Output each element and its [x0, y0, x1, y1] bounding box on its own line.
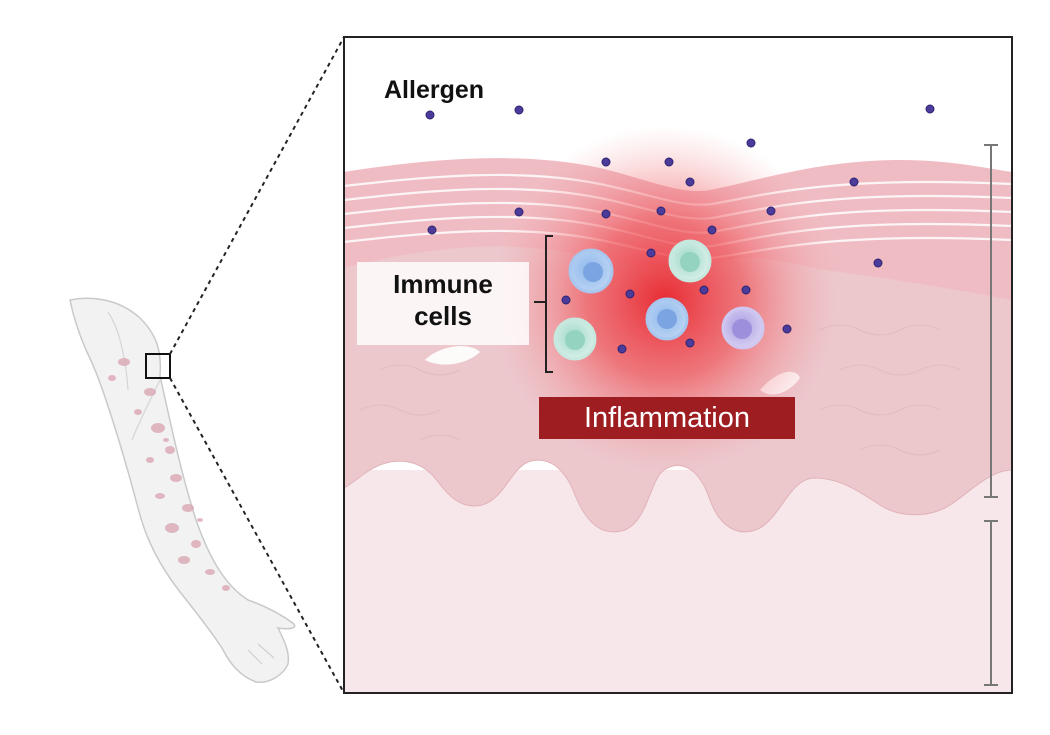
allergen-particle-icon — [685, 338, 695, 348]
arm-icon — [69, 297, 296, 683]
immune-cells-label: Immune cells — [357, 268, 529, 332]
allergen-particles — [425, 104, 935, 354]
inflammation-label: Inflammation — [539, 397, 795, 439]
allergen-particle-icon — [601, 157, 611, 167]
allergen-particle-icon — [617, 344, 627, 354]
immune-cell-icon — [721, 306, 765, 350]
allergen-particle-icon — [625, 289, 635, 299]
zoom-region-marker — [145, 353, 171, 379]
immune-cell-icon — [553, 317, 597, 361]
allergen-particle-icon — [925, 104, 935, 114]
allergen-particle-icon — [514, 207, 524, 217]
allergen-particle-icon — [782, 324, 792, 334]
allergen-particle-icon — [849, 177, 859, 187]
zoom-line-bottom — [169, 377, 345, 694]
immune-cells-label-box — [357, 262, 529, 345]
allergen-particle-icon — [707, 225, 717, 235]
allergen-particle-icon — [766, 206, 776, 216]
immune-cells — [553, 239, 765, 361]
allergen-particle-icon — [425, 110, 435, 120]
immune-cells-bracket — [534, 235, 553, 373]
allergen-particle-icon — [685, 177, 695, 187]
allergen-particle-icon — [514, 105, 524, 115]
rash-spots — [108, 358, 230, 591]
zoom-box-border — [343, 36, 1013, 694]
allergen-particle-icon — [873, 258, 883, 268]
allergen-particle-icon — [741, 285, 751, 295]
allergen-label: Allergen — [384, 76, 485, 104]
immune-cell-icon — [645, 297, 689, 341]
allergen-particle-icon — [601, 209, 611, 219]
allergen-particle-icon — [664, 157, 674, 167]
immune-cells-label-line2: cells — [414, 301, 472, 331]
dermis-scale-bar — [984, 520, 998, 686]
zoom-line-top — [169, 36, 345, 355]
immune-cell-icon — [568, 248, 614, 294]
skin-cross-section — [344, 37, 1012, 693]
allergen-particle-icon — [699, 285, 709, 295]
immune-cell-icon — [668, 239, 712, 283]
allergen-particle-icon — [646, 248, 656, 258]
immune-cells-label-line1: Immune — [393, 269, 493, 299]
epidermis-scale-bar — [984, 144, 998, 498]
allergen-particle-icon — [746, 138, 756, 148]
allergen-particle-icon — [656, 206, 666, 216]
allergen-particle-icon — [561, 295, 571, 305]
allergen-particle-icon — [427, 225, 437, 235]
